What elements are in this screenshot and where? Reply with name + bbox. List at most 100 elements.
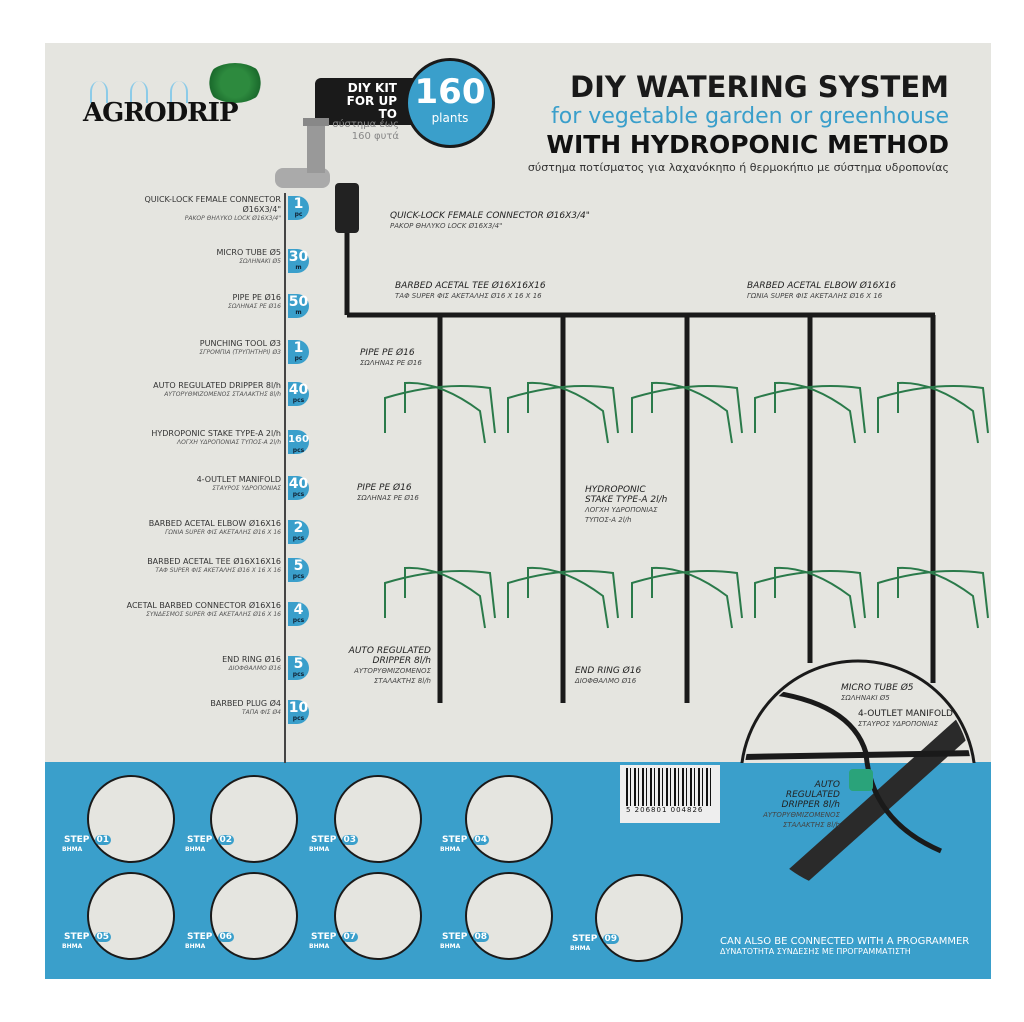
stake <box>631 566 743 629</box>
item-unit: pcs <box>292 715 305 722</box>
step-word: STEP <box>311 932 337 942</box>
item-name: BARBED ACETAL TEE Ø16X16X16 <box>147 557 281 566</box>
programmer-greek: ΔΥΝΑΤΟΤΗΤΑ ΣΥΝΔΕΣΗΣ ΜΕ ΠΡΟΓΡΑΜΜΑΤΙΣΤΗ <box>720 947 911 956</box>
stake <box>384 566 496 629</box>
step-number: 01 <box>94 835 112 845</box>
label-text: BARBED ACETAL ELBOW Ø16X16 <box>747 281 896 291</box>
item-greek: ΣΥΝΔΕΣΜΟΣ SUPER ΦΙΣ ΑΚΕΤΑΛΗΣ Ø16 X 16 <box>146 611 281 618</box>
item-qty: 40 <box>288 476 309 492</box>
title-main: DIY WATERING SYSTEM <box>570 70 949 104</box>
step-greek: ΒΗΜΑ <box>309 943 330 950</box>
step-illustration <box>334 775 422 863</box>
faucet-icon <box>275 118 359 233</box>
item-qty: 40 <box>288 382 309 398</box>
item-name: MICRO TUBE Ø5 <box>216 248 281 257</box>
item-unit: pcs <box>292 447 305 454</box>
step-word: STEP <box>442 932 468 942</box>
item-name: END RING Ø16 <box>222 655 281 664</box>
stake <box>877 566 989 629</box>
item-unit: m <box>295 264 302 271</box>
item-qty: 4 <box>293 602 304 618</box>
item-name: ACETAL BARBED CONNECTOR Ø16X16 <box>126 601 281 610</box>
item-unit: pc <box>294 355 303 362</box>
label-greek: ΣΩΛΗΝΑΚΙ Ø5 <box>841 694 890 702</box>
label-text: PIPE PE Ø16 <box>357 483 412 493</box>
title-method: WITH HYDROPONIC METHOD <box>546 130 949 159</box>
item-greek: ΣΤΑΥΡΟΣ ΥΔΡΟΠΟΝΙΑΣ <box>212 485 281 492</box>
item-unit: pcs <box>292 617 305 624</box>
detail-callout <box>740 659 976 763</box>
label-greek: ΤΑΦ SUPER ΦΙΣ ΑΚΕΤΑΛΗΣ Ø16 X 16 X 16 <box>395 292 542 300</box>
label-text: PIPE PE Ø16 <box>360 348 415 358</box>
programmer-text: CAN ALSO BE CONNECTED WITH A PROGRAMMER <box>720 936 970 947</box>
step-word: STEP <box>311 835 337 845</box>
step-word: STEP <box>64 835 90 845</box>
detail-illustration <box>744 688 972 892</box>
label-text: BARBED ACETAL TEE Ø16X16X16 <box>395 281 546 291</box>
barcode: 5 206801 004826 <box>620 765 720 823</box>
item-name: HYDROPONIC STAKE TYPE-A 2l/h <box>151 429 281 438</box>
step-number: 02 <box>217 835 235 845</box>
item-unit: pcs <box>292 535 305 542</box>
step-illustration <box>210 872 298 960</box>
label-text: AUTO REGULATED DRIPPER 8l/h <box>348 646 431 666</box>
item-qty: 1 <box>293 340 304 356</box>
item-qty: 1 <box>293 196 304 212</box>
kit-item: QUICK-LOCK FEMALE CONNECTOR Ø16X3/4"ΡΑΚΟ… <box>106 195 281 223</box>
step-number: 04 <box>472 835 490 845</box>
step-greek: ΒΗΜΑ <box>185 943 206 950</box>
item-name: BARBED PLUG Ø4 <box>210 699 281 708</box>
label-greek: ΡΑΚΟΡ ΘΗΛΥΚΟ LOCK Ø16X3/4" <box>390 222 503 230</box>
item-qty: 5 <box>293 558 304 574</box>
item-name: BARBED ACETAL ELBOW Ø16X16 <box>148 519 281 528</box>
step-word: STEP <box>442 835 468 845</box>
item-unit: pcs <box>292 397 305 404</box>
item-greek: ΑΥΤΟΡΥΘΜΙΖΟΜΕΝΟΣ ΣΤΑΛΑΚΤΗΣ 8l/h <box>164 391 281 398</box>
step-greek: ΒΗΜΑ <box>62 943 83 950</box>
step-illustration <box>465 872 553 960</box>
item-name: QUICK-LOCK FEMALE CONNECTOR Ø16X3/4" <box>144 195 281 214</box>
water-spray-icon <box>90 81 108 103</box>
list-divider <box>284 193 286 763</box>
tree-icon <box>205 63 265 103</box>
barcode-bars <box>626 768 714 806</box>
step-greek: ΒΗΜΑ <box>185 846 206 853</box>
item-unit: pc <box>294 211 303 218</box>
step-illustration <box>465 775 553 863</box>
item-greek: ΛΟΓΧΗ ΥΔΡΟΠΟΝΙΑΣ ΤΥΠΟΣ-Α 2l/h <box>177 439 281 446</box>
stake <box>507 566 619 629</box>
step-word: STEP <box>572 934 598 944</box>
label-greek: ΓΩΝΙΑ SUPER ΦΙΣ ΑΚΕΤΑΛΗΣ Ø16 X 16 <box>747 292 883 300</box>
label-greek: ΔΙΟΦΘΑΛΜΟ Ø16 <box>575 677 637 685</box>
item-unit: pcs <box>292 573 305 580</box>
item-unit: m <box>295 309 302 316</box>
item-greek: ΔΙΟΦΘΑΛΜΟ Ø16 <box>228 665 281 672</box>
label-text: QUICK-LOCK FEMALE CONNECTOR Ø16X3/4" <box>390 211 590 221</box>
item-name: PIPE PE Ø16 <box>232 293 281 302</box>
label-text: END RING Ø16 <box>575 666 642 676</box>
label-greek: ΑΥΤΟΡΥΘΜΙΖΟΜΕΝΟΣ ΣΤΑΛΑΚΤΗΣ 8l/h <box>763 811 840 829</box>
stake <box>384 381 496 444</box>
